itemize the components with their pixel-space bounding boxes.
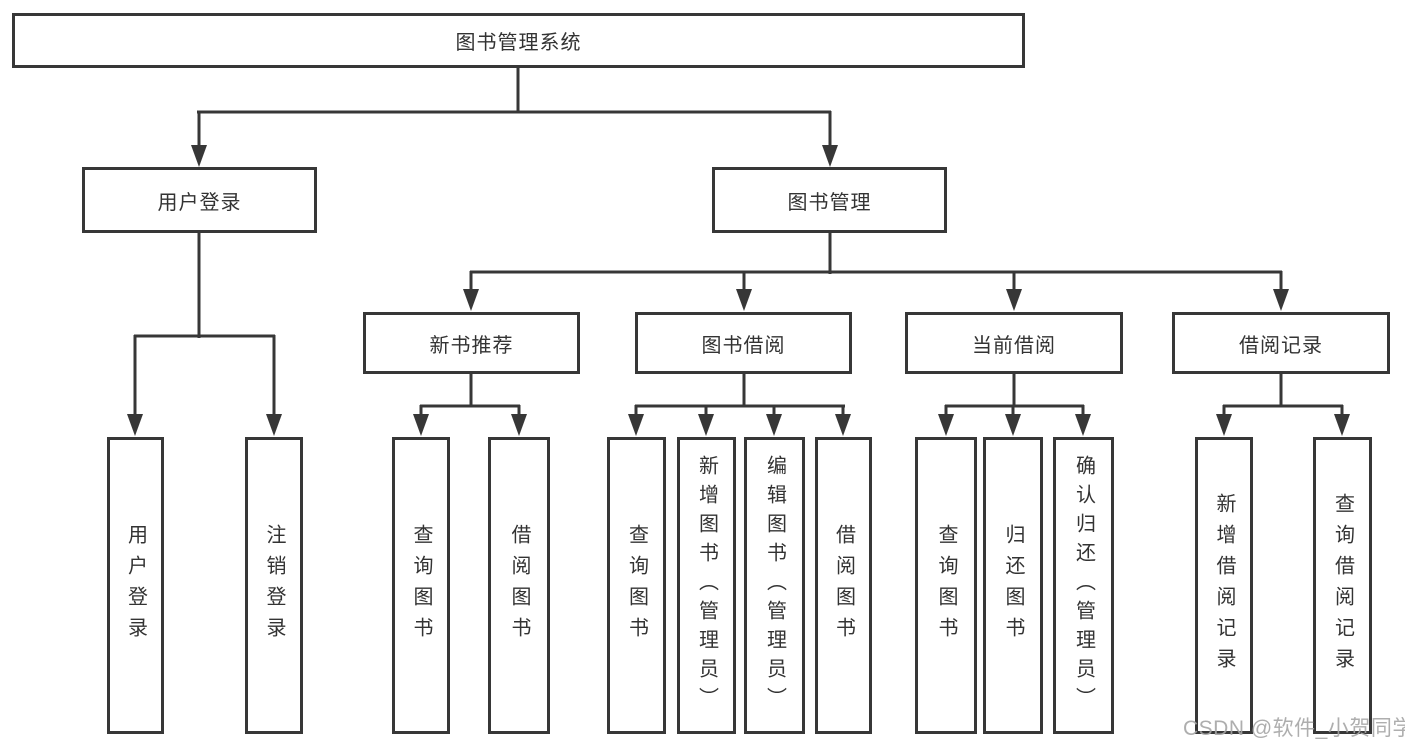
arrow-cb-return bbox=[1005, 414, 1021, 436]
leaf-logout: 注销登录 bbox=[245, 437, 303, 734]
arrow-newbook bbox=[463, 289, 479, 311]
arrow-records bbox=[1273, 289, 1289, 311]
leaf-borrow-query-books: 查询图书 bbox=[607, 437, 666, 734]
node-current-borrow: 当前借阅 bbox=[905, 312, 1123, 374]
arrow-bb-edit bbox=[766, 414, 782, 436]
leaf-current-return-books: 归还图书 bbox=[983, 437, 1043, 734]
leaf-borrow-edit-books-admin: 编辑图书（管理员） bbox=[744, 437, 805, 734]
arrow-bb-add bbox=[698, 414, 714, 436]
arrow-cb-confirm bbox=[1075, 414, 1091, 436]
arrow-bb-query bbox=[628, 414, 644, 436]
leaf-records-add-record: 新增借阅记录 bbox=[1195, 437, 1253, 734]
leaf-newbook-query-books: 查询图书 bbox=[392, 437, 450, 734]
arrow-cb-query bbox=[938, 414, 954, 436]
arrow-bookborrow bbox=[736, 289, 752, 311]
node-book-borrow: 图书借阅 bbox=[635, 312, 852, 374]
leaf-current-query-books: 查询图书 bbox=[915, 437, 977, 734]
arrow-currentborrow bbox=[1006, 289, 1022, 311]
arrow-br-query bbox=[1334, 414, 1350, 436]
leaf-current-confirm-return-admin: 确认归还（管理员） bbox=[1053, 437, 1114, 734]
leaf-borrow-add-books-admin: 新增图书（管理员） bbox=[677, 437, 736, 734]
arrow-bb-borrow bbox=[835, 414, 851, 436]
arrow-book-mgmt bbox=[822, 145, 838, 167]
leaf-newbook-borrow-books: 借阅图书 bbox=[488, 437, 550, 734]
node-borrow-records: 借阅记录 bbox=[1172, 312, 1390, 374]
arrow-leaf-logout bbox=[266, 414, 282, 436]
arrow-user-login bbox=[191, 145, 207, 167]
leaf-user-login: 用户登录 bbox=[107, 437, 164, 734]
arrow-leaf-userlogin bbox=[127, 414, 143, 436]
leaf-records-query-record: 查询借阅记录 bbox=[1313, 437, 1372, 734]
arrow-nb-query bbox=[413, 414, 429, 436]
node-book-management: 图书管理 bbox=[712, 167, 947, 233]
csdn-watermark: CSDN @软件_小贺同学 bbox=[1183, 717, 1405, 740]
node-user-login: 用户登录 bbox=[82, 167, 317, 233]
node-new-book-recommend: 新书推荐 bbox=[363, 312, 580, 374]
node-root-library-system: 图书管理系统 bbox=[12, 13, 1025, 68]
arrow-nb-borrow bbox=[511, 414, 527, 436]
arrow-br-add bbox=[1216, 414, 1232, 436]
leaf-borrow-borrow-books: 借阅图书 bbox=[815, 437, 872, 734]
